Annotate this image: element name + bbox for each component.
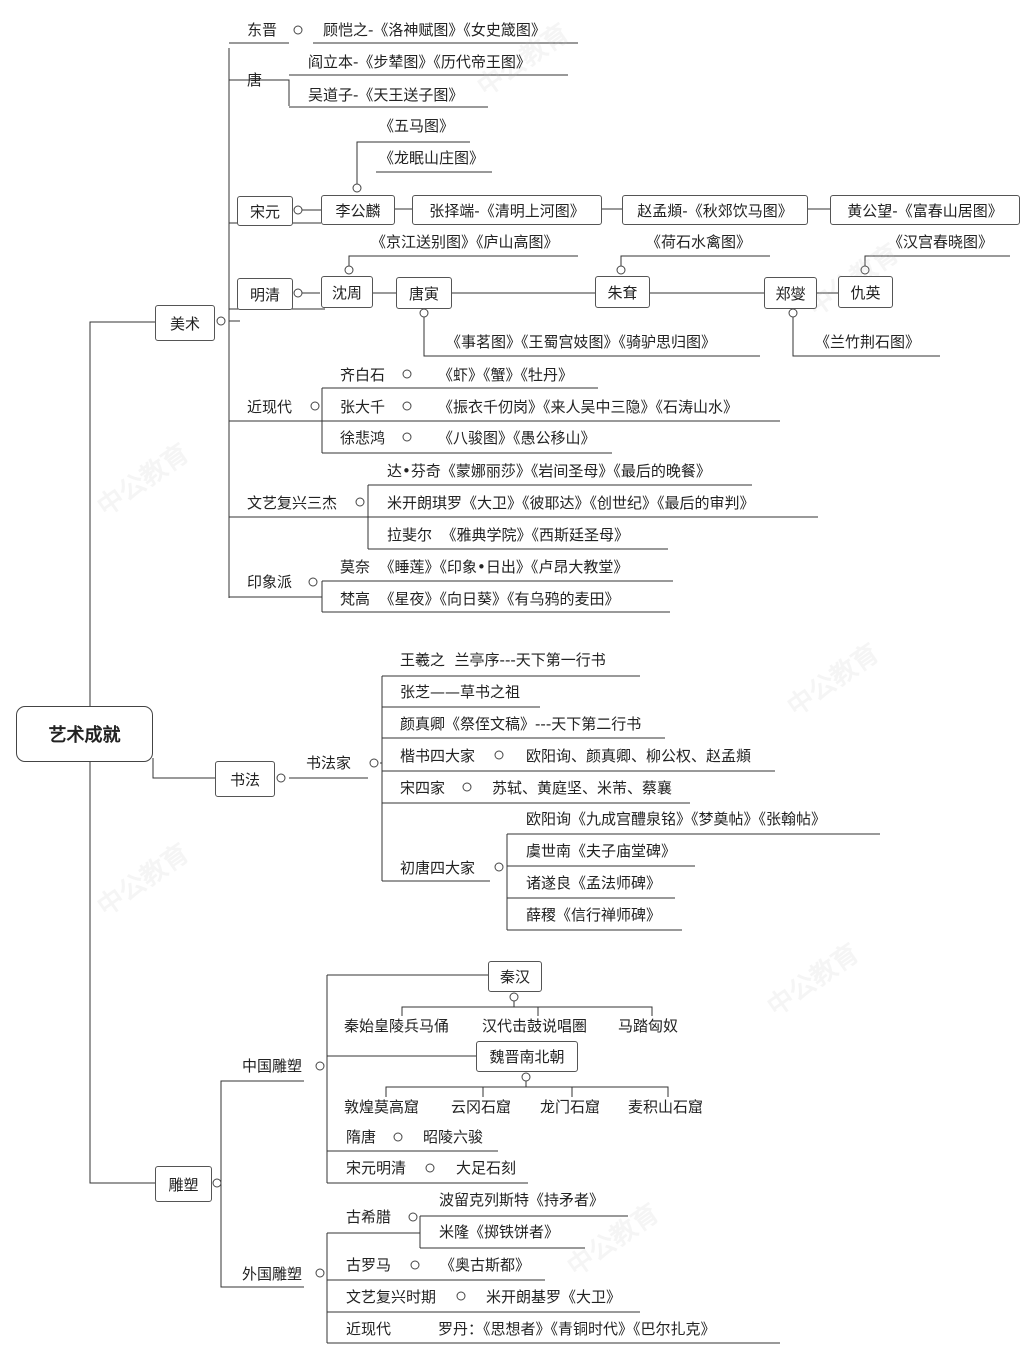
zhu-da-works: 《荷石水禽图》: [646, 233, 752, 251]
tang-yin-node[interactable]: 唐寅: [396, 277, 452, 309]
qiu-ying-works: 《汉宫春晓图》: [888, 233, 994, 251]
calligraphy-row: 颜真卿《祭侄文稿》---天下第二行书: [400, 715, 642, 733]
li-work: 《龙眠山庄图》: [379, 149, 485, 167]
modern-label: 近现代: [247, 398, 293, 416]
foreign-sculpture-label: 外国雕塑: [242, 1265, 303, 1283]
zhao-mengfu-node[interactable]: 赵孟頫-《秋郊饮马图》: [622, 195, 808, 225]
shen-zhou-node[interactable]: 沈周: [321, 276, 373, 308]
modern-works: 《振衣千仞岗》《来人吴中三隐》《石涛山水》: [438, 398, 739, 416]
kaishu-label: 楷书四大家: [400, 747, 476, 765]
early-tang-row: 薛稷《信行禅师碑》: [526, 906, 662, 924]
modern-works: 《八骏图》《愚公移山》: [438, 429, 596, 447]
calligraphy-node[interactable]: 书法: [215, 761, 275, 797]
root-node[interactable]: 艺术成就: [16, 706, 153, 762]
calligraphy-row: 王羲之 兰亭序---天下第一行书: [400, 651, 606, 669]
modern-artist: 徐悲鸿: [340, 429, 386, 447]
zheng-xie-node[interactable]: 郑燮: [764, 277, 817, 309]
impressionism-row: 莫奈 《睡莲》《印象•日出》《卢昂大教堂》: [340, 558, 629, 576]
early-tang-row: 诸遂良《孟法师碑》: [526, 874, 662, 892]
renaissance-row: 达•芬奇《蒙娜丽莎》《岩间圣母》《最后的晚餐》: [387, 462, 711, 480]
suitang-label: 隋唐: [346, 1128, 377, 1146]
weijin-item: 麦积山石窟: [628, 1098, 704, 1116]
songyuan-sculpture-label: 宋元明清: [346, 1159, 407, 1177]
sculpture-node[interactable]: 雕塑: [155, 1166, 212, 1202]
early-tang-label: 初唐四大家: [400, 859, 476, 877]
songyuan-node[interactable]: 宋元: [237, 196, 293, 226]
rome-text: 《奥古斯都》: [440, 1256, 531, 1274]
tang-item: 吴道子-《天王送子图》: [308, 86, 464, 104]
early-tang-row: 欧阳询《九成宫醴泉铭》《梦奠帖》《张翰帖》: [526, 810, 827, 828]
li-gonglin-node[interactable]: 李公麟: [321, 195, 395, 225]
rome-label: 古罗马: [346, 1256, 392, 1274]
modern-artist: 张大千: [340, 398, 386, 416]
renaissance-sculpture-text: 米开朗基罗《大卫》: [486, 1288, 622, 1306]
mingqing-node[interactable]: 明清: [237, 278, 293, 310]
modern-sculpture-text: 罗丹：《思想者》《青铜时代》《巴尔扎克》: [438, 1320, 716, 1338]
weijin-item: 龙门石窟: [540, 1098, 601, 1116]
calligraphy-row: 张芝——草书之祖: [400, 683, 521, 701]
huang-gongwang-node[interactable]: 黄公望-《富春山居图》: [830, 195, 1020, 225]
qinhan-item: 马踏匈奴: [618, 1017, 679, 1035]
greece-label: 古希腊: [346, 1208, 392, 1226]
tang-yin-works: 《事茗图》《王蜀宫妓图》《骑驴思归图》: [446, 333, 717, 351]
zhang-zeduan-node[interactable]: 张择端-《清明上河图》: [412, 195, 602, 225]
qinhan-node[interactable]: 秦汉: [488, 961, 542, 992]
impressionism-label: 印象派: [247, 573, 293, 591]
zhu-da-node[interactable]: 朱耷: [595, 276, 650, 308]
early-tang-row: 虞世南《夫子庙堂碑》: [526, 842, 677, 860]
modern-sculpture-label: 近现代: [346, 1320, 392, 1338]
renaissance-sculpture-label: 文艺复兴时期: [346, 1288, 437, 1306]
song4-label: 宋四家: [400, 779, 446, 797]
weijin-node[interactable]: 魏晋南北朝: [476, 1041, 578, 1072]
fine-art-node[interactable]: 美术: [155, 305, 215, 341]
dongjin-text: 顾恺之-《洛神赋图》《女史箴图》: [323, 21, 546, 39]
qinhan-item: 汉代击鼓说唱圏: [482, 1017, 588, 1035]
shen-works: 《京江送别图》《庐山高图》: [371, 233, 559, 251]
renaissance-row: 米开朗琪罗《大卫》《彼耶达》《创世纪》《最后的审判》: [387, 494, 755, 512]
song4-text: 苏轼、黄庭坚、米芾、蔡襄: [492, 779, 673, 797]
calligrapher-label: 书法家: [306, 754, 352, 772]
renaissance-row: 拉斐尔 《雅典学院》《西斯廷圣母》: [387, 526, 630, 544]
suitang-text: 昭陵六骏: [423, 1128, 484, 1146]
dongjin-label: 东晋: [247, 21, 278, 39]
greece-item: 米隆《掷铁饼者》: [439, 1223, 560, 1241]
weijin-item: 敦煌莫高窟: [344, 1098, 420, 1116]
qiu-ying-node[interactable]: 仇英: [838, 276, 893, 308]
modern-works: 《虾》《蟹》《牡丹》: [438, 366, 574, 384]
zheng-xie-works: 《兰竹荆石图》: [815, 333, 921, 351]
impressionism-row: 梵高 《星夜》《向日葵》《有乌鸦的麦田》: [340, 590, 620, 608]
tang-item: 阎立本-《步辇图》《历代帝王图》: [308, 53, 531, 71]
renaissance-label: 文艺复兴三杰: [247, 494, 338, 512]
modern-artist: 齐白石: [340, 366, 386, 384]
weijin-item: 云冈石窟: [451, 1098, 512, 1116]
china-sculpture-label: 中国雕塑: [242, 1057, 303, 1075]
songyuan-sculpture-text: 大足石刻: [456, 1159, 517, 1177]
greece-item: 波留克列斯特《持矛者》: [439, 1191, 605, 1209]
kaishu-text: 欧阳询、颜真卿、柳公权、赵孟頫: [526, 747, 752, 765]
li-work: 《五马图》: [379, 117, 455, 135]
tang-label: 唐: [247, 71, 263, 89]
qinhan-item: 秦始皇陵兵马俑: [344, 1017, 450, 1035]
